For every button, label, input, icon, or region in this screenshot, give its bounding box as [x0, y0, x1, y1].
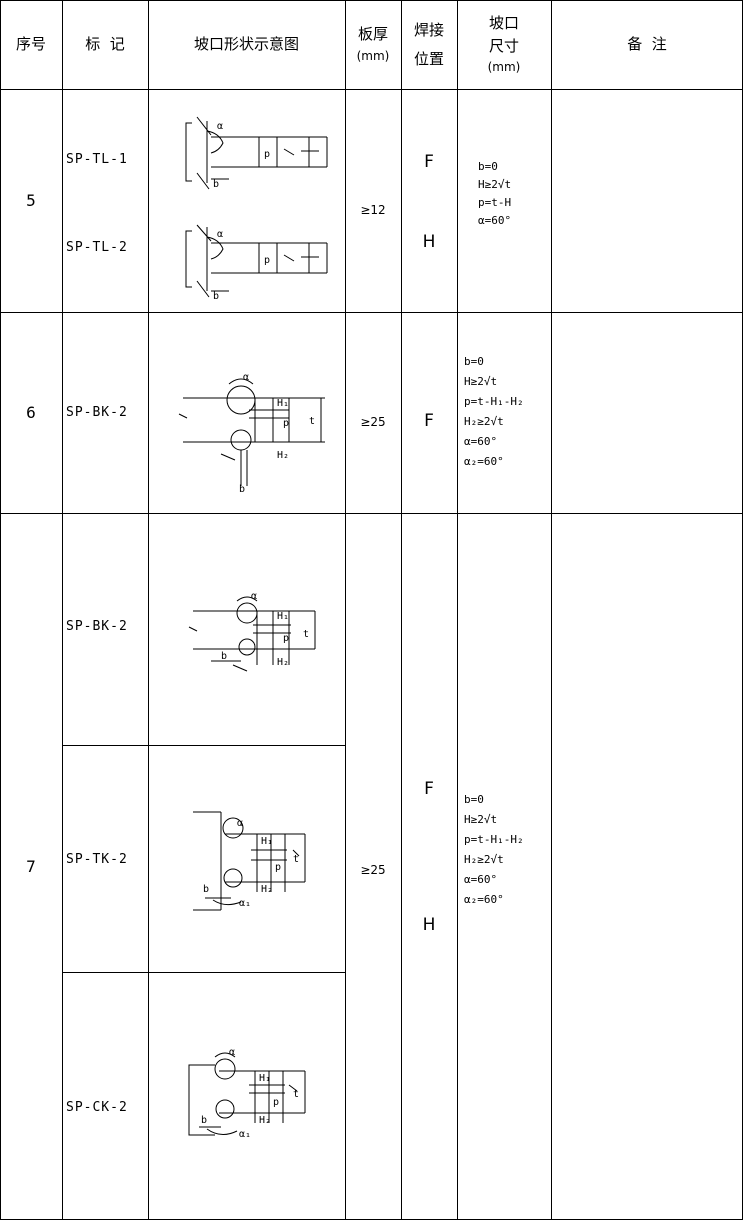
- row-7-dim-1: b=0: [464, 793, 484, 806]
- row-5-mark-2: SP-TL-2: [66, 239, 128, 255]
- row-6-label-b: b: [239, 484, 245, 495]
- row-6-dim-6: α₂=60°: [464, 455, 504, 468]
- row-5-groove-diagram: α b p α b p: [185, 116, 328, 302]
- header-size-label-1: 坡口: [488, 14, 519, 33]
- row-7c-label-p: p: [273, 1097, 279, 1108]
- row-7a-label-h1: H₁: [277, 611, 289, 622]
- row-6-mark-1: SP-BK-2: [66, 404, 128, 420]
- row-7-dim-5: α=60°: [464, 873, 498, 886]
- row-7c-label-alpha1: α₁: [239, 1129, 251, 1140]
- row-7a-label-t: t: [303, 629, 309, 640]
- row-6-dim-2: H≥2√t: [464, 375, 498, 388]
- row-5-label-p-2: p: [264, 255, 270, 266]
- row-5-dim-4: α=60°: [478, 214, 512, 227]
- row-6-dim-4: H₂≥2√t: [464, 415, 504, 428]
- row-7-dim-6: α₂=60°: [464, 893, 504, 906]
- row-6-thickness: ≥25: [360, 414, 386, 429]
- row-7-groove-diagram-1: α p H₁ H₂ b t: [188, 591, 316, 672]
- row-7b-label-b: b: [203, 884, 209, 895]
- row-7b-label-t: t: [293, 854, 299, 865]
- header-size-label-2: 尺寸: [488, 37, 519, 55]
- row-6-label-p: p: [283, 418, 289, 429]
- row-7a-label-h2: H₂: [277, 657, 289, 668]
- header-position-label-2: 位置: [413, 49, 444, 68]
- header-position-label-1: 焊接: [413, 20, 444, 39]
- row-7a-label-p: p: [283, 633, 289, 644]
- row-5-label-p-1: p: [264, 149, 270, 160]
- row-7c-label-h1: H₁: [259, 1073, 271, 1084]
- row-7c-label-t: t: [293, 1089, 299, 1100]
- row-5-mark-1: SP-TL-1: [66, 151, 128, 167]
- row-5-label-alpha-1: α: [217, 121, 223, 132]
- row-7c-label-h2: H₂: [259, 1115, 271, 1126]
- header-size: 坡口 尺寸 (mm): [457, 0, 551, 89]
- row-7-position-1: F: [424, 779, 434, 800]
- row-5-remark: [551, 90, 743, 312]
- row-7b-label-alpha1: α₁: [239, 898, 251, 909]
- row-7b-label-p: p: [275, 862, 281, 873]
- row-7-seq: 7: [26, 857, 36, 876]
- row-6-dim-5: α=60°: [464, 435, 498, 448]
- row-5-position-1: F: [424, 152, 434, 173]
- row-7b-label-h2: H₂: [261, 884, 273, 895]
- row-5-label-b-2: b: [213, 291, 219, 302]
- row-6-label-h1: H₁: [277, 398, 289, 409]
- row-6-dim-1: b=0: [464, 355, 484, 368]
- header-thickness: 板厚 (mm): [345, 0, 401, 89]
- row-5-dims: b=0 H≥2√t p=t-H α=60°: [478, 158, 511, 230]
- header-size-unit: (mm): [487, 59, 521, 74]
- row-7c-label-b: b: [201, 1115, 207, 1126]
- row-5-dim-3: p=t-H: [478, 196, 512, 209]
- row-5-position-2: H: [422, 232, 436, 253]
- row-5-seq: 5: [26, 191, 36, 210]
- row-5-thickness: ≥12: [360, 202, 386, 217]
- row-7a-label-alpha: α: [251, 591, 257, 602]
- row-7-dims: b=0 H≥2√t p=t-H₁-H₂ H₂≥2√t α=60° α₂=60°: [464, 790, 524, 910]
- row-6-label-alpha: α: [243, 372, 249, 383]
- header-mark: 标 记: [85, 35, 125, 54]
- header-thickness-label: 板厚: [357, 24, 388, 43]
- row-7-dim-4: H₂≥2√t: [464, 853, 504, 866]
- row-7-groove-diagram-3: α p H₁ H₂ b α₁ t: [188, 1047, 306, 1140]
- row-6-dims: b=0 H≥2√t p=t-H₁-H₂ H₂≥2√t α=60° α₂=60°: [464, 352, 524, 472]
- row-7b-label-h1: H₁: [261, 836, 273, 847]
- row-6-groove-diagram: α p H₁ H₂ b t: [178, 372, 325, 495]
- row-7-groove-diagram-2: α p H₁ H₂ b α₁ t: [193, 811, 306, 911]
- header-thickness-unit: (mm): [356, 49, 390, 64]
- row-6-label-h2: H₂: [277, 450, 289, 461]
- row-7-mark-3: SP-CK-2: [66, 1099, 128, 1115]
- row-7-mark-2: SP-TK-2: [66, 851, 128, 867]
- row-5-label-b-1: b: [213, 179, 219, 190]
- row-5-dim-1: b=0: [478, 160, 498, 173]
- row-7b-label-alpha: α: [237, 818, 243, 829]
- row-7-dim-2: H≥2√t: [464, 813, 498, 826]
- row-7-remark: [551, 514, 743, 1220]
- row-6-remark: [551, 313, 743, 513]
- row-7c-label-alpha: α: [229, 1047, 235, 1058]
- row-7-mark-1: SP-BK-2: [66, 618, 128, 634]
- header-seq: 序号: [15, 35, 46, 54]
- header-remark: 备 注: [627, 35, 667, 54]
- row-7-position-2: H: [422, 915, 436, 936]
- row-7a-label-b: b: [221, 651, 227, 662]
- header-diagram: 坡口形状示意图: [193, 35, 299, 54]
- row-7-dim-3: p=t-H₁-H₂: [464, 833, 524, 846]
- row-6-position-1: F: [424, 411, 434, 432]
- row-7-thickness: ≥25: [360, 862, 386, 877]
- row-6-label-t: t: [309, 416, 315, 427]
- row-6-seq: 6: [26, 403, 36, 422]
- row-5-label-alpha-2: α: [217, 229, 223, 240]
- row-5-dim-2: H≥2√t: [478, 178, 512, 191]
- row-6-dim-3: p=t-H₁-H₂: [464, 395, 524, 408]
- header-position: 焊接 位置: [401, 0, 457, 89]
